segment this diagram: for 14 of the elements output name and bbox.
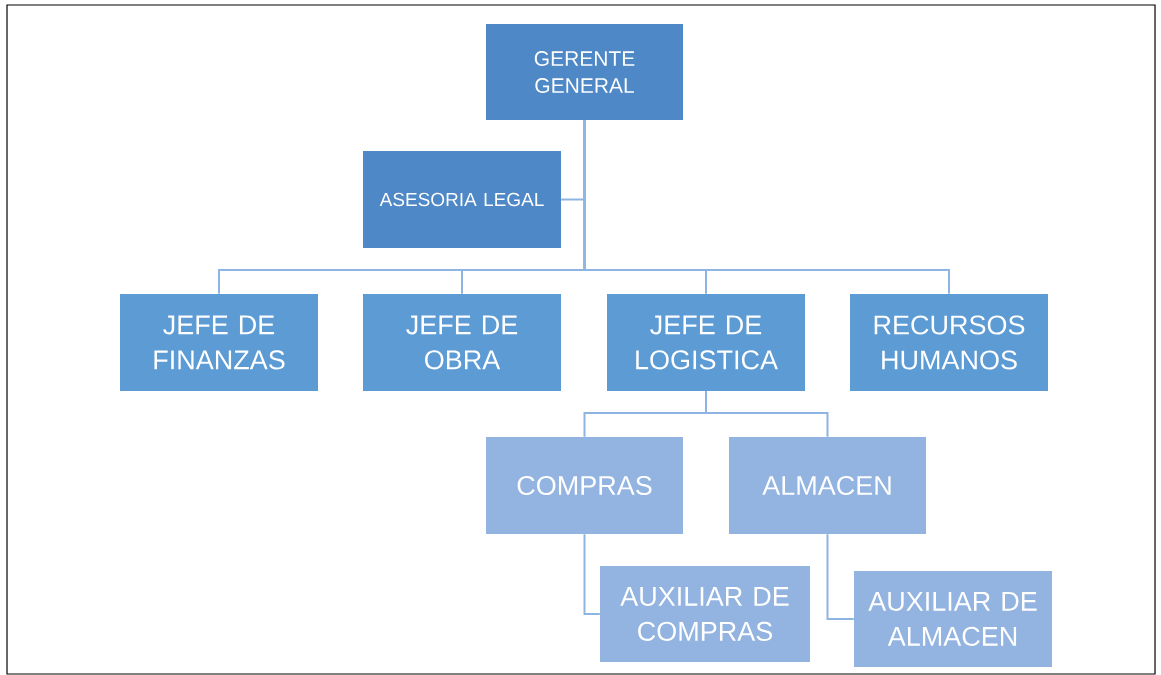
org-box: JEFE DE FINANZAS (120, 294, 318, 391)
connector (705, 390, 829, 438)
title-box: GERENTE GENERAL (486, 24, 683, 120)
org-box: JEFE DE LOGISTICA (607, 294, 805, 391)
org-box: RECURSOS HUMANOS (850, 294, 1048, 391)
org-box: ALMACEN (729, 437, 926, 534)
org-box: AUXILIAR DE COMPRAS (600, 566, 810, 662)
connector (583, 533, 601, 615)
org-box: JEFE DE OBRA (363, 294, 561, 391)
connector (583, 119, 950, 295)
org-box: COMPRAS (486, 437, 683, 534)
org-box: AUXILIAR DE ALMACEN (854, 571, 1052, 667)
org-box: ASESORIA LEGAL (363, 151, 561, 248)
connector (826, 533, 855, 620)
